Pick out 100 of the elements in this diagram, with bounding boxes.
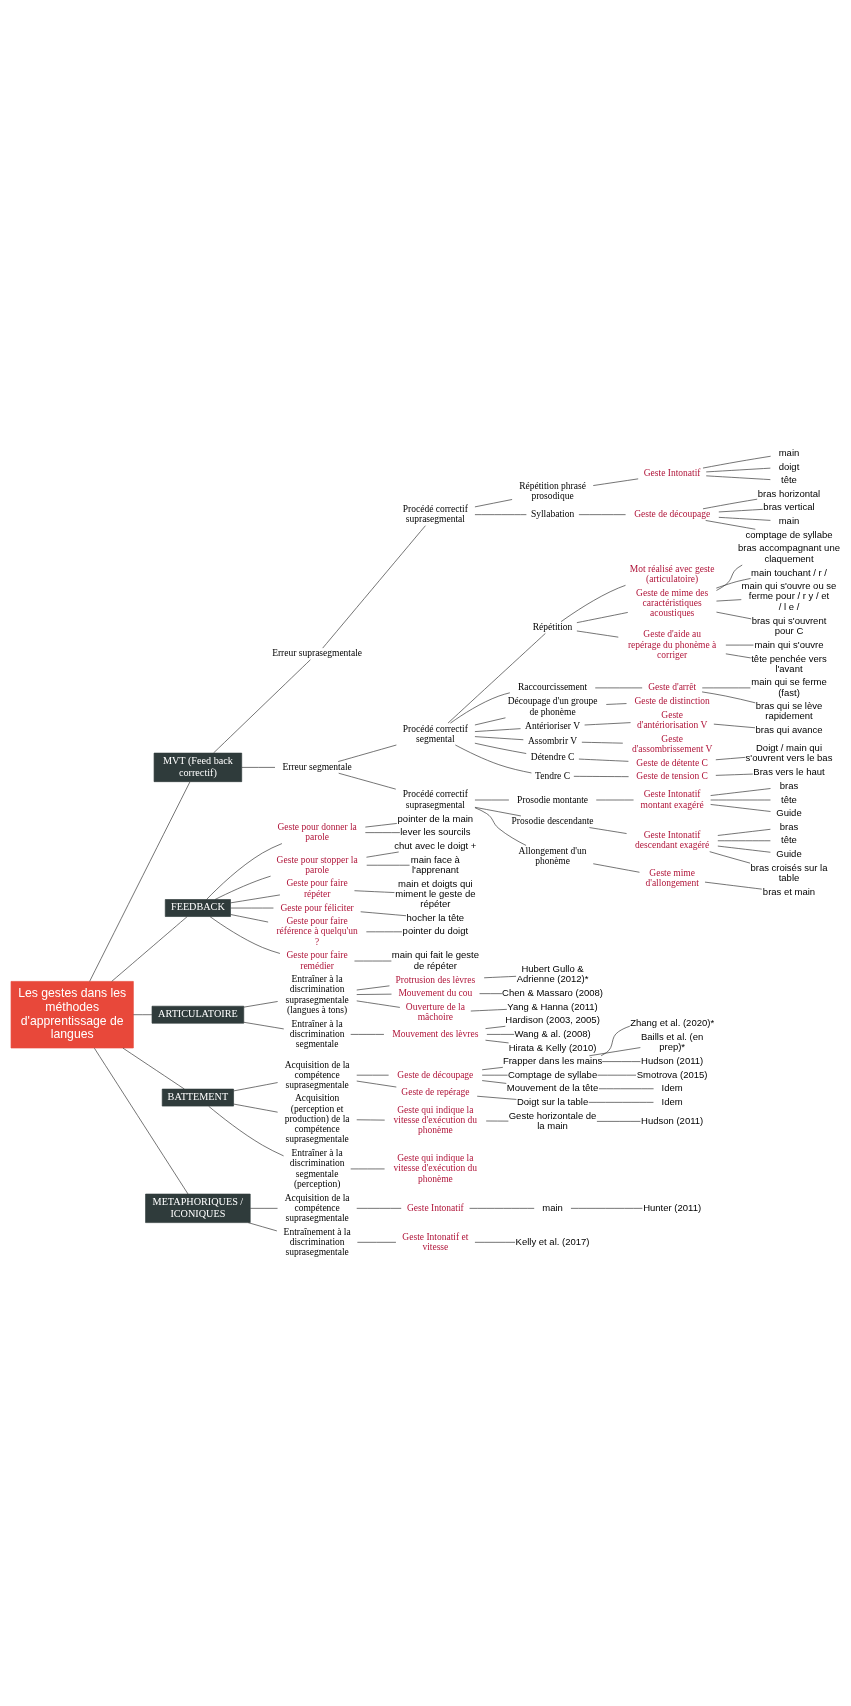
node-text: chut avec le doigt + xyxy=(394,839,477,851)
connector xyxy=(233,1103,278,1113)
connector xyxy=(365,823,398,828)
node-text: doigt xyxy=(778,460,800,472)
connector xyxy=(247,1222,278,1232)
node-text: Geste Intonatif xyxy=(643,468,701,479)
connector xyxy=(589,827,627,834)
node-text: bras qui avance xyxy=(755,724,823,736)
node-text: Geste Intonatif montant exagéré xyxy=(640,789,704,810)
node-text: Smotrova (2015) xyxy=(636,1068,708,1080)
node-text: Hudson (2011) xyxy=(641,1055,704,1067)
connector xyxy=(592,863,640,873)
node-text: Geste pour faire référence à quelqu'un ? xyxy=(276,916,358,947)
node-text: Détendre C xyxy=(530,752,575,763)
node-text: Hunter (2011) xyxy=(643,1201,702,1213)
node-text: Geste pour donner la parole xyxy=(277,822,357,843)
node-text: Doigt / main qui s'ouvrent vers le bas xyxy=(745,742,833,764)
connector xyxy=(481,1080,507,1084)
connector xyxy=(474,514,527,515)
connector xyxy=(716,611,752,620)
node-text: Geste Intonatif et vitesse xyxy=(402,1231,469,1252)
connector xyxy=(702,498,758,510)
connector xyxy=(111,916,188,982)
connector xyxy=(717,845,771,853)
node-text: bras qui s'ouvrent pour C xyxy=(751,614,827,636)
node-text: bras et main xyxy=(762,885,816,897)
node-text: Geste de découpage xyxy=(397,1069,474,1080)
node-text: Mouvement du cou xyxy=(398,988,473,999)
node-text: Geste de détente C xyxy=(636,757,708,768)
node-text: Geste Intonatif xyxy=(406,1202,464,1213)
node-text: Geste qui indique la vitesse d'exécution du phonème xyxy=(393,1153,478,1184)
node-text: Acquisition de la compétence suprasegmentale xyxy=(284,1192,350,1224)
connector xyxy=(705,475,771,480)
connector xyxy=(584,722,631,726)
connector xyxy=(716,599,742,602)
node-text: pointer du doigt xyxy=(402,925,469,937)
node-text: Procédé correctif suprasegmental xyxy=(402,504,468,525)
node-text: Chen & Massaro (2008) xyxy=(502,987,603,999)
connector xyxy=(354,890,395,893)
connector xyxy=(209,916,281,954)
node-text: lever les sourcils xyxy=(400,826,471,838)
node-text: Geste de tension C xyxy=(636,771,708,782)
connector xyxy=(486,1034,515,1035)
node-box: ARTICULATOIRE xyxy=(151,1005,245,1024)
connector xyxy=(470,1009,508,1012)
connector xyxy=(560,585,626,622)
connector xyxy=(214,875,271,900)
node-text: Geste pour stopper la parole xyxy=(276,854,358,875)
connector xyxy=(725,653,752,659)
connector xyxy=(702,455,771,469)
node-text: Mot réalisé avec geste (articulatoire) xyxy=(629,563,715,585)
connector xyxy=(94,1047,189,1195)
node-text: Prosodie descendante xyxy=(511,816,594,827)
node-text: Geste de mime des caractéristiques acoustiques xyxy=(636,587,709,619)
node-text: Procédé correctif suprasegmental xyxy=(402,789,468,810)
node-text: Syllabation xyxy=(530,509,575,520)
connector xyxy=(705,520,756,530)
connector xyxy=(230,907,274,909)
node-text: Geste mime d'allongement xyxy=(645,867,699,888)
node-text: main xyxy=(778,447,800,459)
node-text: Geste de découpage xyxy=(634,509,711,520)
connector xyxy=(350,1034,385,1035)
node-text: Protrusion des lèvres xyxy=(395,974,476,985)
connector xyxy=(588,1102,654,1103)
connector xyxy=(701,691,756,704)
node-text: Hudson (2011) xyxy=(641,1114,704,1126)
node-text: main xyxy=(542,1201,563,1213)
node-text: Geste qui indique la vitesse d'exécution du phonème xyxy=(393,1105,478,1136)
node-text: main qui s'ouvre ou se ferme pour / r y / et / l e / xyxy=(741,580,837,612)
connector xyxy=(360,911,407,917)
node-text: pointer de la main xyxy=(397,812,474,824)
node-text: Yang & Hanna (2011) xyxy=(507,1000,598,1012)
connector xyxy=(233,1082,278,1092)
node-text: Baills et al. (en prep)* xyxy=(640,1030,704,1053)
node-text: Prosodie montante xyxy=(517,794,589,805)
connector xyxy=(705,467,771,473)
node-text: Mouvement de la tête xyxy=(506,1082,599,1094)
node-text: Hardison (2003, 2005) xyxy=(505,1014,600,1026)
node-text: Entraînement à la discrimination suprasegmentale xyxy=(283,1226,351,1258)
node-text: Erreur suprasegmentale xyxy=(272,648,363,659)
node-text: Geste d'arrêt xyxy=(648,682,697,693)
connector xyxy=(469,1208,535,1209)
node-text: Mouvement des lèvres xyxy=(392,1028,479,1039)
connector xyxy=(483,975,517,979)
connector xyxy=(474,806,522,817)
node-box: BATTEMENT xyxy=(161,1088,234,1107)
connector xyxy=(243,1021,285,1030)
node-text: hocher la tête xyxy=(406,911,465,923)
connector xyxy=(208,1105,284,1157)
connector xyxy=(485,1039,509,1044)
node-text: bras accompagnant une claquement xyxy=(738,542,840,564)
connector xyxy=(605,703,627,705)
node-text: Comptage de syllabe xyxy=(507,1068,598,1080)
node-text: Répétition xyxy=(532,621,573,632)
connector xyxy=(230,914,269,923)
node-text: Tendre C xyxy=(535,770,571,781)
connector xyxy=(474,807,527,846)
node-text: bras xyxy=(779,820,799,832)
connector xyxy=(716,578,751,589)
connector xyxy=(133,1014,153,1016)
